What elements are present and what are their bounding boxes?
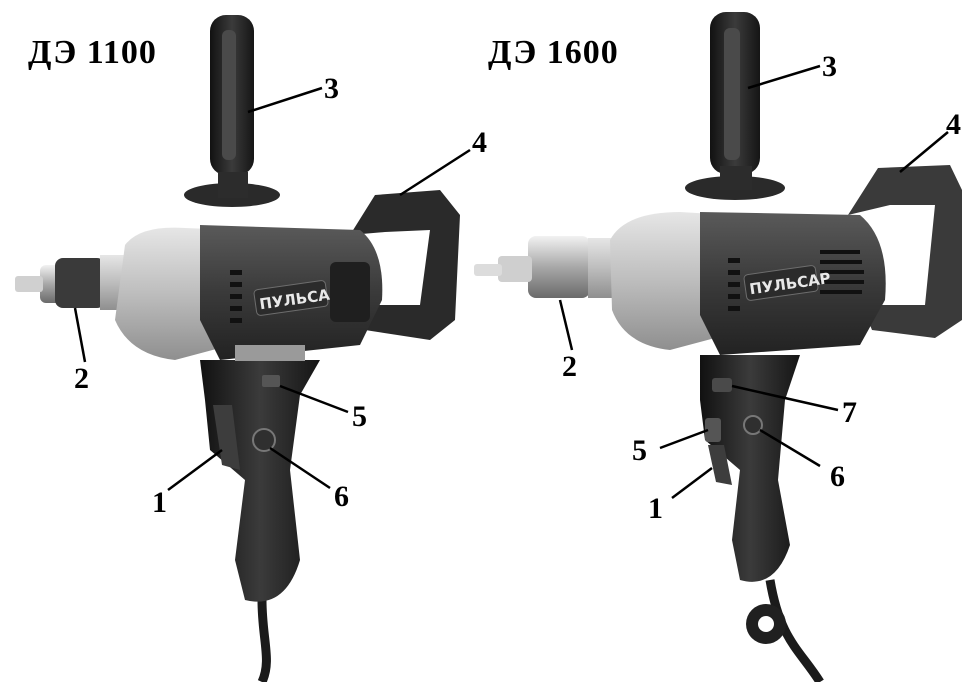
drill-chuck-2 [474,236,616,298]
callout-1-speed-switch: 5 [352,400,367,433]
trigger [213,405,240,470]
vent-slots-2 [728,250,864,311]
callout-1-d-handle: 4 [472,126,487,159]
rear-d-handle [350,190,460,340]
callout-2-lock-button: 6 [830,460,845,493]
callout-2-d-handle: 4 [946,108,961,141]
callout-1-chuck: 2 [74,362,89,395]
callout-2-aux-handle: 3 [822,50,837,83]
drill-de1100: ПУЛЬСАР [15,15,471,682]
vent-slots [230,270,242,323]
lock-button-2 [743,415,763,435]
main-handle [200,360,320,602]
callout-2-chuck: 2 [562,350,577,383]
callout-1-aux-handle: 3 [324,72,339,105]
reverse-switch [712,378,732,392]
callout-1-trigger: 1 [152,486,167,519]
power-cord [257,599,271,682]
auxiliary-handle-2 [685,12,785,200]
callout-1-lock-button: 6 [334,480,349,513]
rear-d-handle-2 [848,165,962,338]
speed-switch [262,375,280,387]
lock-button [252,428,276,452]
callout-2-trigger: 1 [648,492,663,525]
callout-2-speed-wheel: 5 [632,434,647,467]
main-handle-2 [700,355,800,582]
drill-de1600: ПУЛЬСАР [474,12,962,682]
drill-chuck [15,255,130,310]
model-title-de1600: ДЭ 1600 [488,34,619,71]
model-title-de1100: ДЭ 1100 [28,34,157,71]
leader-lines-2 [558,64,949,499]
power-cord-2 [765,579,824,682]
leader-lines-1 [73,86,471,492]
callout-2-reverse-switch: 7 [842,396,857,429]
speed-wheel [705,418,721,442]
trigger-2 [708,445,732,485]
auxiliary-handle [184,15,280,207]
